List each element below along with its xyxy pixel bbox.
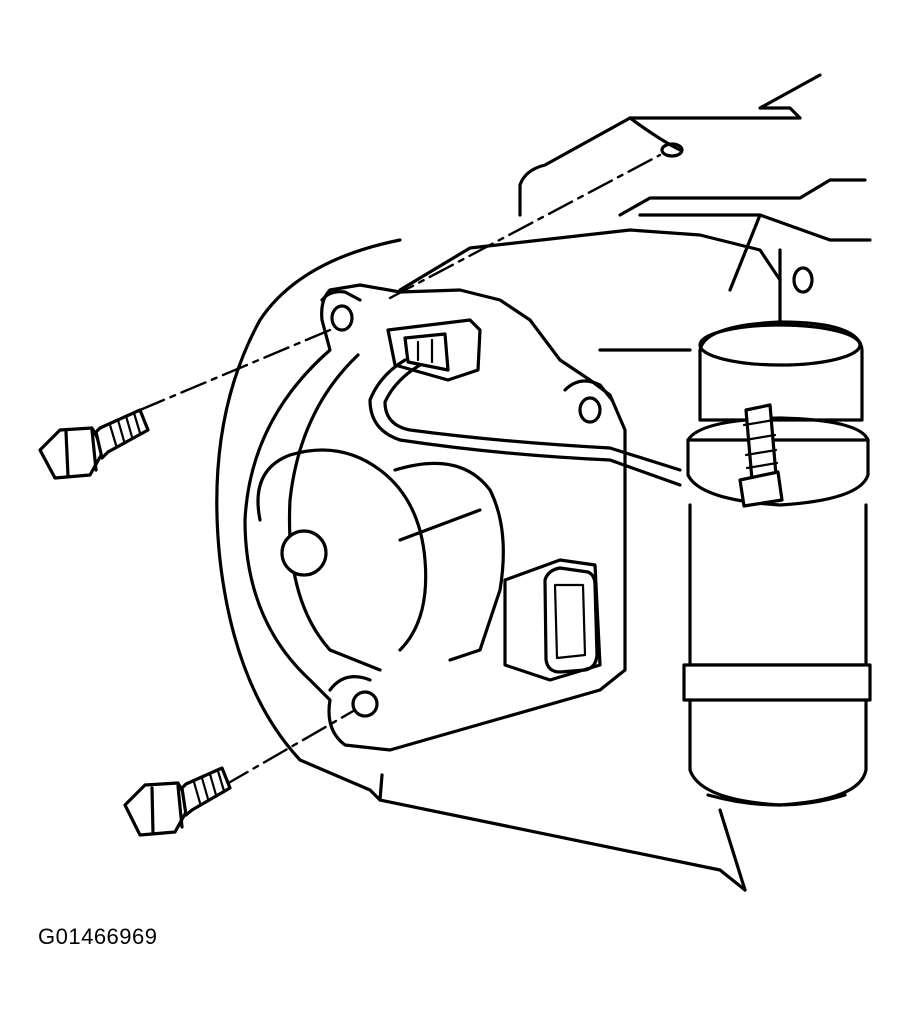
lower-mounting-hole (351, 690, 379, 718)
figure-id-label: G01466969 (38, 924, 158, 949)
side-mounting-hole (578, 396, 602, 424)
lower-bolt (123, 708, 357, 837)
upper-bolt (38, 153, 662, 480)
throttle-shaft (280, 529, 328, 577)
throttle-body (243, 283, 627, 752)
upper-mounting-hole (330, 304, 354, 332)
housing-outline (215, 238, 747, 892)
canister (682, 320, 872, 807)
intake-manifold (398, 73, 872, 352)
sensor-connector (368, 318, 682, 487)
